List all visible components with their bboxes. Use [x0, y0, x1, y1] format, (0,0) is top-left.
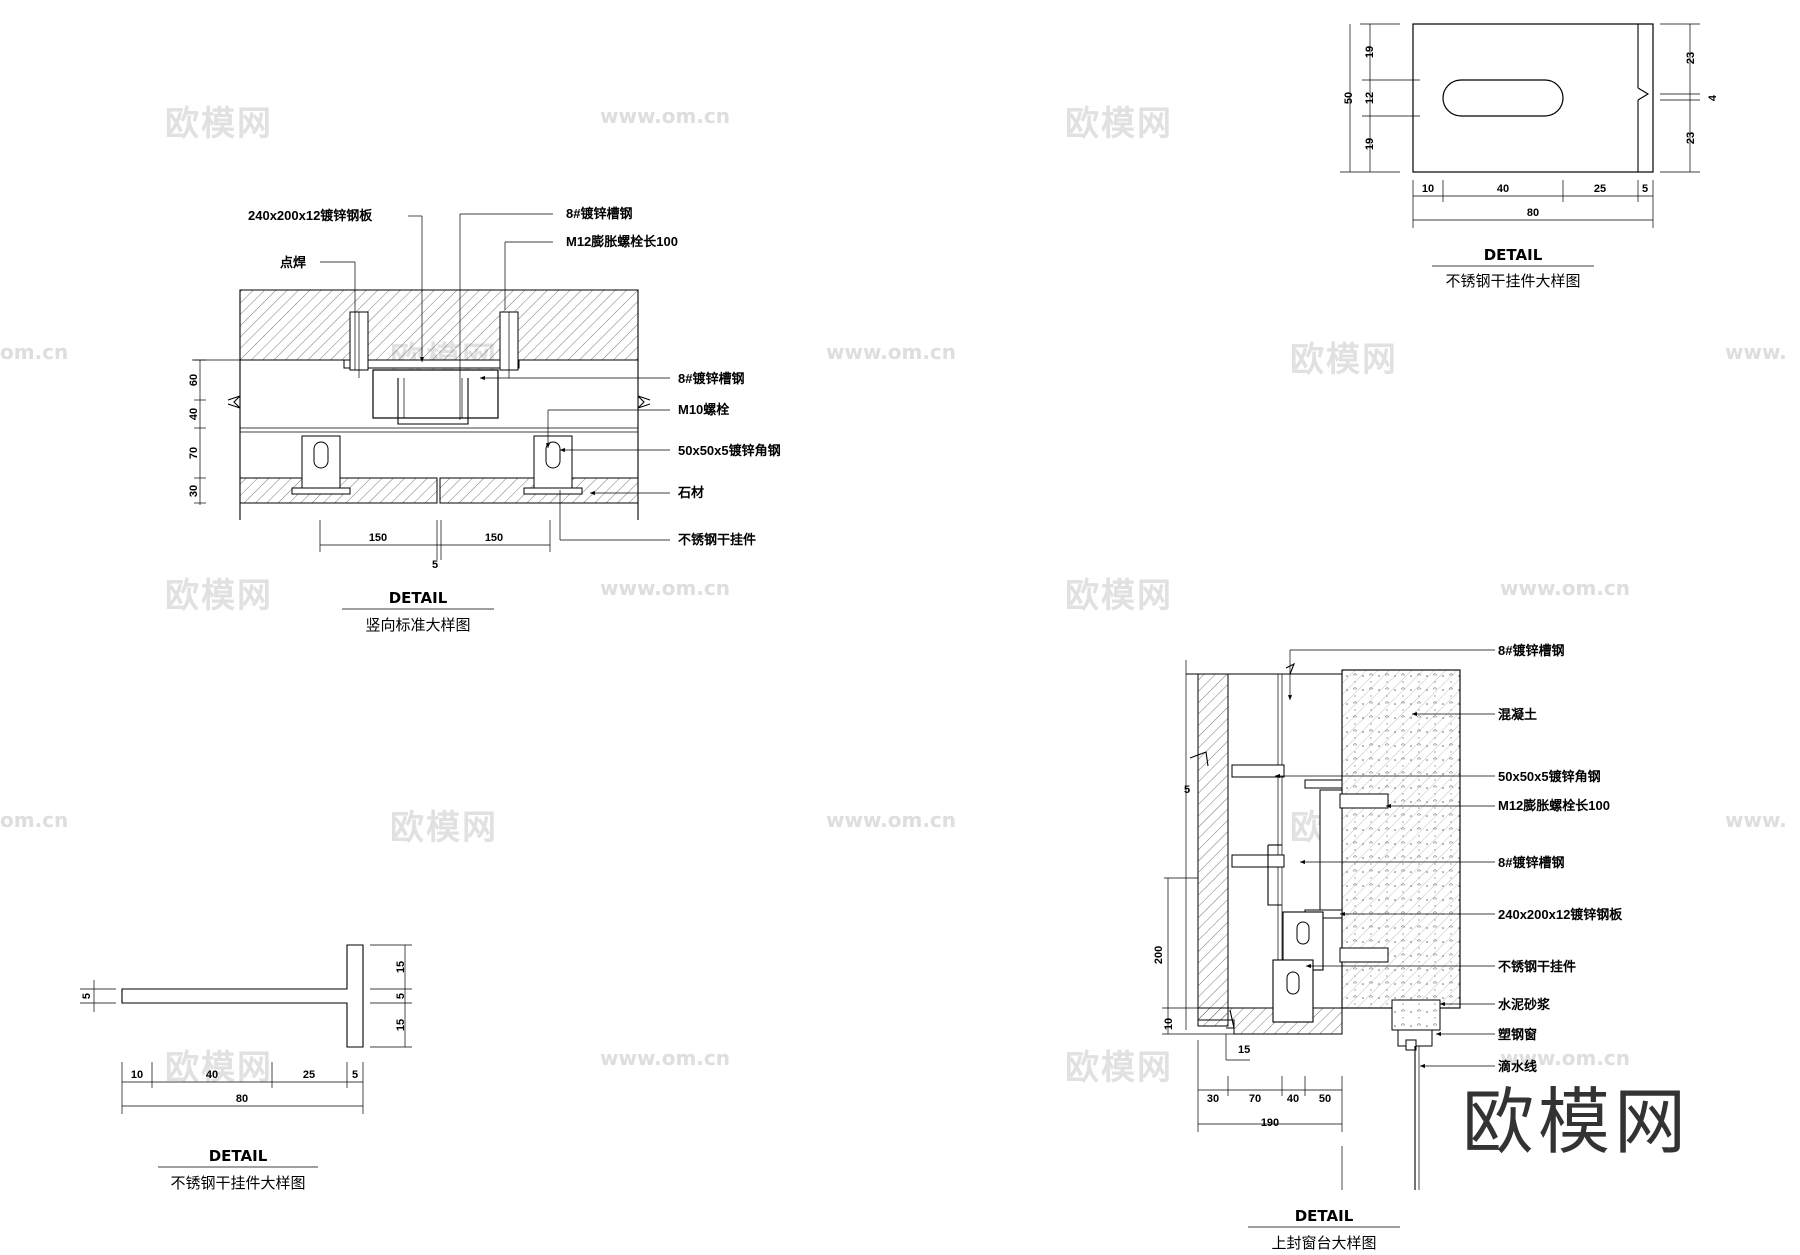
dim-h10: 10 — [1163, 1018, 1175, 1030]
detail-window-sill: 8#镀锌槽钢 混凝土 50x50x5镀锌角钢 M12膨胀螺栓长100 8#镀锌槽… — [1153, 643, 1623, 1252]
detail-title: 竖向标准大样图 — [365, 616, 470, 634]
callout-drip: 滴水线 — [1498, 1059, 1537, 1074]
dim-h200: 200 — [1153, 946, 1165, 964]
dim-notch: 4 — [1707, 94, 1719, 101]
dim-r2: 5 — [395, 993, 407, 999]
dim-gap: 5 — [432, 559, 438, 571]
detail-clip-front: 19 12 19 50 23 23 4 10 40 25 5 80 DETAIL… — [1340, 23, 1719, 290]
detail-heading: DETAIL — [1295, 1207, 1354, 1225]
callout-clip: 不锈钢干挂件 — [1498, 959, 1576, 974]
dim-b3: 25 — [303, 1069, 315, 1081]
dim-v3: 70 — [188, 447, 200, 459]
watermark-logo: 欧模网 — [1462, 1080, 1691, 1164]
callout-channel-top: 8#镀锌槽钢 — [566, 206, 632, 221]
dim-total: 80 — [236, 1093, 248, 1105]
callout-window: 塑钢窗 — [1498, 1027, 1537, 1042]
dim-thickness: 5 — [81, 993, 93, 999]
dim-total-v: 50 — [1343, 92, 1355, 104]
dim-b2: 70 — [1249, 1093, 1261, 1105]
dim-gap5: 5 — [1184, 784, 1190, 796]
dim-b1: 10 — [1422, 183, 1434, 195]
callout-plate: 240x200x12镀锌钢板 — [248, 208, 373, 223]
dim-b4: 5 — [352, 1069, 358, 1081]
dim-total: 190 — [1261, 1117, 1279, 1129]
detail-clip-side: 5 15 5 15 10 40 25 5 80 DETAIL 不锈钢干挂件大样图 — [80, 944, 412, 1192]
dim-b4: 50 — [1319, 1093, 1331, 1105]
dim-w15: 15 — [1238, 1044, 1250, 1056]
dim-v1: 60 — [188, 374, 200, 386]
callout-plate: 240x200x12镀锌钢板 — [1498, 907, 1623, 922]
dim-l1: 19 — [1364, 46, 1376, 58]
dim-b3: 40 — [1287, 1093, 1299, 1105]
callout-angle: 50x50x5镀锌角钢 — [678, 443, 781, 458]
detail-vertical-standard: 240x200x12镀锌钢板 点焊 8#镀锌槽钢 M12膨胀螺栓长100 8#镀… — [188, 206, 781, 634]
dim-l3: 19 — [1364, 138, 1376, 150]
dim-r2: 23 — [1685, 132, 1697, 144]
callout-clip: 不锈钢干挂件 — [678, 532, 756, 547]
dim-v2: 40 — [188, 408, 200, 420]
dim-b1: 30 — [1207, 1093, 1219, 1105]
detail-title: 不锈钢干挂件大样图 — [1445, 272, 1580, 290]
callout-mortar: 水泥砂浆 — [1498, 997, 1551, 1012]
detail-heading: DETAIL — [209, 1147, 268, 1165]
callout-channel-top: 8#镀锌槽钢 — [1498, 643, 1564, 658]
callout-anchor: M12膨胀螺栓长100 — [1498, 798, 1610, 813]
dim-b1: 10 — [131, 1069, 143, 1081]
detail-heading: DETAIL — [389, 589, 448, 607]
dim-total-h: 80 — [1527, 207, 1539, 219]
dim-h1: 150 — [369, 532, 387, 544]
dim-l2: 12 — [1364, 92, 1376, 104]
detail-heading: DETAIL — [1484, 246, 1543, 264]
callout-stone: 石材 — [677, 485, 704, 500]
callout-concrete: 混凝土 — [1498, 707, 1537, 722]
callout-anchor: M12膨胀螺栓长100 — [566, 234, 678, 249]
detail-title: 上封窗台大样图 — [1271, 1234, 1376, 1252]
dim-b2: 40 — [206, 1069, 218, 1081]
callout-channel: 8#镀锌槽钢 — [678, 371, 744, 386]
callout-bolt: M10螺栓 — [678, 402, 729, 417]
callout-angle: 50x50x5镀锌角钢 — [1498, 769, 1601, 784]
dim-b4: 5 — [1642, 183, 1648, 195]
dim-v4: 30 — [188, 485, 200, 497]
dim-r1: 15 — [395, 961, 407, 973]
dim-r3: 15 — [395, 1019, 407, 1031]
callout-weld: 点焊 — [280, 255, 306, 270]
callout-channel: 8#镀锌槽钢 — [1498, 855, 1564, 870]
dim-r1: 23 — [1685, 52, 1697, 64]
dim-h2: 150 — [485, 532, 503, 544]
detail-title: 不锈钢干挂件大样图 — [170, 1174, 305, 1192]
dim-b2: 40 — [1497, 183, 1509, 195]
dim-b3: 25 — [1594, 183, 1606, 195]
